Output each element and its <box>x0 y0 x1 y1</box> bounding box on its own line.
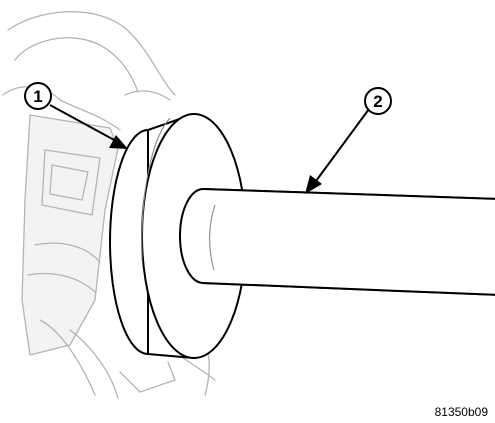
callout-1-circle <box>24 82 52 110</box>
callout-2: 2 <box>364 87 392 115</box>
callout-2-circle <box>364 87 392 115</box>
housing-background <box>2 11 216 399</box>
callout-2-label: 2 <box>373 92 382 111</box>
leader-line-2 <box>305 108 370 194</box>
handle-shaft <box>179 188 495 296</box>
callout-1-label: 1 <box>33 87 42 106</box>
callout-1: 1 <box>24 82 52 110</box>
figure-id: 81350b09 <box>435 405 489 419</box>
leader-line-1 <box>49 104 128 149</box>
